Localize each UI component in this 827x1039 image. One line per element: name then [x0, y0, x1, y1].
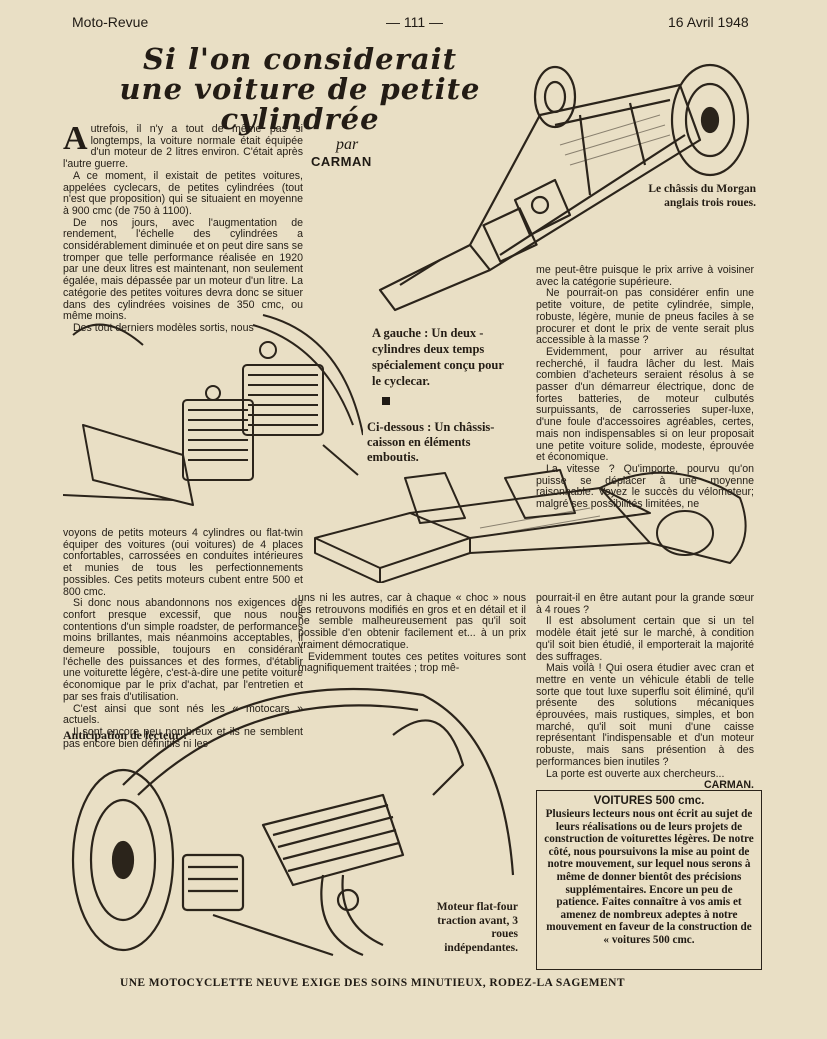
article-column-middle: uns ni les autres, car à chaque « choc »…: [298, 592, 526, 675]
reader-anticipation-heading: Anticipation de lecteur :: [63, 728, 188, 742]
paragraph: A ce moment, il existait de petites voit…: [63, 169, 303, 217]
caption-separator: [382, 397, 390, 405]
drop-cap: A: [63, 120, 88, 157]
paragraph: C'est ainsi que sont nés les « motocars …: [63, 702, 303, 727]
article-column-right-lower: pourrait-il en être autant pour la grand…: [536, 592, 754, 792]
paragraph: Des tout derniers modèles sortis, nous: [73, 321, 254, 334]
paragraph: uns ni les autres, car à chaque « choc »…: [298, 592, 526, 651]
box-body: Plusieurs lecteurs nous ont écrit au suj…: [544, 808, 754, 946]
flat-four-car-illustration: [63, 675, 523, 965]
title-line-3: cylindrée: [220, 102, 380, 136]
article-column-right-upper: me peut-être puisque le prix arrive à vo…: [536, 264, 754, 511]
voitures-500-box: VOITURES 500 cmc. Plusieurs lecteurs nou…: [536, 790, 762, 970]
paragraph: pourrait-il en être autant pour la grand…: [536, 592, 754, 616]
two-stroke-engine-illustration: [63, 305, 363, 520]
chassis-caisson-illustration: [310, 458, 760, 583]
paragraph: La porte est ouverte aux chercheurs...: [546, 767, 725, 780]
paragraph: Mais voilà ! Qui osera étudier avec cran…: [536, 662, 754, 768]
paragraph: Si donc nous abandonnons nos exigences d…: [63, 597, 303, 703]
paragraph: De nos jours, avec l'augmentation de ren…: [63, 216, 303, 323]
box-title: VOITURES 500 cmc.: [593, 795, 705, 807]
paragraph: La vitesse ? Qu'importe, pourvu qu'on pu…: [536, 462, 754, 511]
caption-morgan: Le châssis du Morgan anglais trois roues…: [648, 183, 756, 209]
paragraph: me peut-être puisque le prix arrive à vo…: [536, 264, 754, 288]
morgan-chassis-illustration: [340, 55, 760, 315]
paragraph: Evidemment toutes ces petites voitures s…: [298, 650, 526, 675]
signature: CARMAN.: [703, 779, 754, 792]
magazine-name: Moto-Revue: [72, 14, 149, 30]
paragraph: Evidemment, pour arriver au résultat rec…: [536, 345, 754, 464]
article-column-left-lower: voyons de petits moteurs 4 cylindres ou …: [63, 527, 303, 750]
paragraph: voyons de petits moteurs 4 cylindres ou …: [63, 527, 303, 598]
caption-engine: A gauche : Un deux - cylindres deux temp…: [372, 326, 504, 388]
paragraph: Ne pourrait-on pas considérer enfin une …: [536, 287, 754, 347]
issue-date: 16 Avril 1948: [668, 14, 749, 30]
paragraph: Il est absolument certain que si un tel …: [536, 615, 754, 663]
title-line-2: une voiture de petite: [119, 72, 481, 106]
article-title: Si l'on considerait une voiture de petit…: [100, 44, 500, 134]
footer-slogan: UNE MOTOCYCLETTE NEUVE EXIGE DES SOINS M…: [120, 977, 625, 989]
paragraph: Il sont encore peu nombreux et ils ne se…: [63, 725, 303, 750]
title-line-1: Si l'on considerait: [142, 42, 458, 76]
caption-flat-four: Moteur flat-four traction avant, 3 roues…: [436, 901, 518, 954]
page-number: — 111 —: [386, 14, 444, 30]
byline-par: par: [336, 136, 359, 153]
caption-chassis-caisson: Ci-dessous : Un châssis-caisson en éléme…: [367, 420, 495, 464]
author-name: CARMAN: [311, 154, 372, 169]
